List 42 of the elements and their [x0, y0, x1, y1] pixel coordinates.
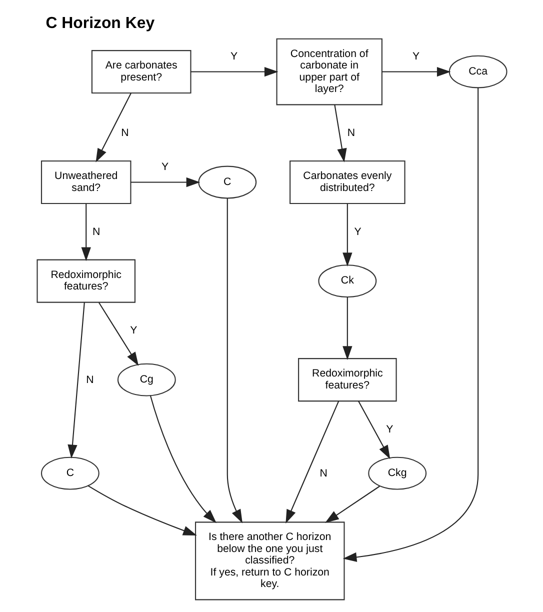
edge-label: Y — [161, 161, 168, 174]
arrow — [324, 486, 380, 523]
arrow — [342, 297, 352, 360]
arrow — [130, 177, 200, 188]
arrow — [67, 302, 84, 459]
edge-label: N — [92, 226, 100, 238]
arrow — [95, 92, 131, 162]
arrow — [334, 104, 346, 162]
arrow — [80, 204, 90, 262]
node-ellipse: Ckg — [368, 456, 426, 490]
edge-label: N — [86, 374, 94, 386]
node-box: Redoximorphic features? — [36, 259, 135, 303]
arrow — [149, 396, 216, 524]
edge-label: Y — [412, 50, 420, 63]
edge-label: N — [319, 467, 327, 480]
arrow — [285, 400, 339, 524]
arrow — [342, 88, 478, 562]
edge-label: Y — [386, 423, 393, 436]
edge-label: Y — [230, 50, 238, 63]
node-ellipse: C — [198, 166, 256, 199]
node-box: Carbonates evenly distributed? — [289, 160, 405, 204]
node-box: Concentration of carbonate in upper part of layer? — [276, 38, 382, 106]
arrow — [98, 302, 138, 366]
node-ellipse: C — [40, 456, 99, 490]
node-box: Redoximorphic features? — [298, 358, 396, 402]
node-box: Is there another C horizon below the one you just classified? If yes, return to C horizon key. — [194, 522, 344, 600]
node-ellipse: Cg — [116, 363, 176, 396]
arrow — [190, 66, 278, 77]
node-ellipse: Cca — [448, 55, 507, 88]
edge-label: N — [346, 127, 355, 140]
edge-label: N — [120, 127, 128, 140]
arrow — [87, 485, 196, 536]
diagram-title: C Horizon Key — [45, 15, 154, 32]
arrow — [358, 400, 390, 460]
node-box: Are carbonates present? — [90, 50, 191, 94]
edge-label: Y — [354, 226, 361, 238]
node-box: Unweathered sand? — [40, 160, 131, 204]
arrow — [382, 66, 450, 77]
node-ellipse: Ck — [318, 264, 376, 298]
edge-label: Y — [130, 324, 137, 337]
arrow — [226, 198, 242, 524]
arrow — [342, 204, 352, 266]
